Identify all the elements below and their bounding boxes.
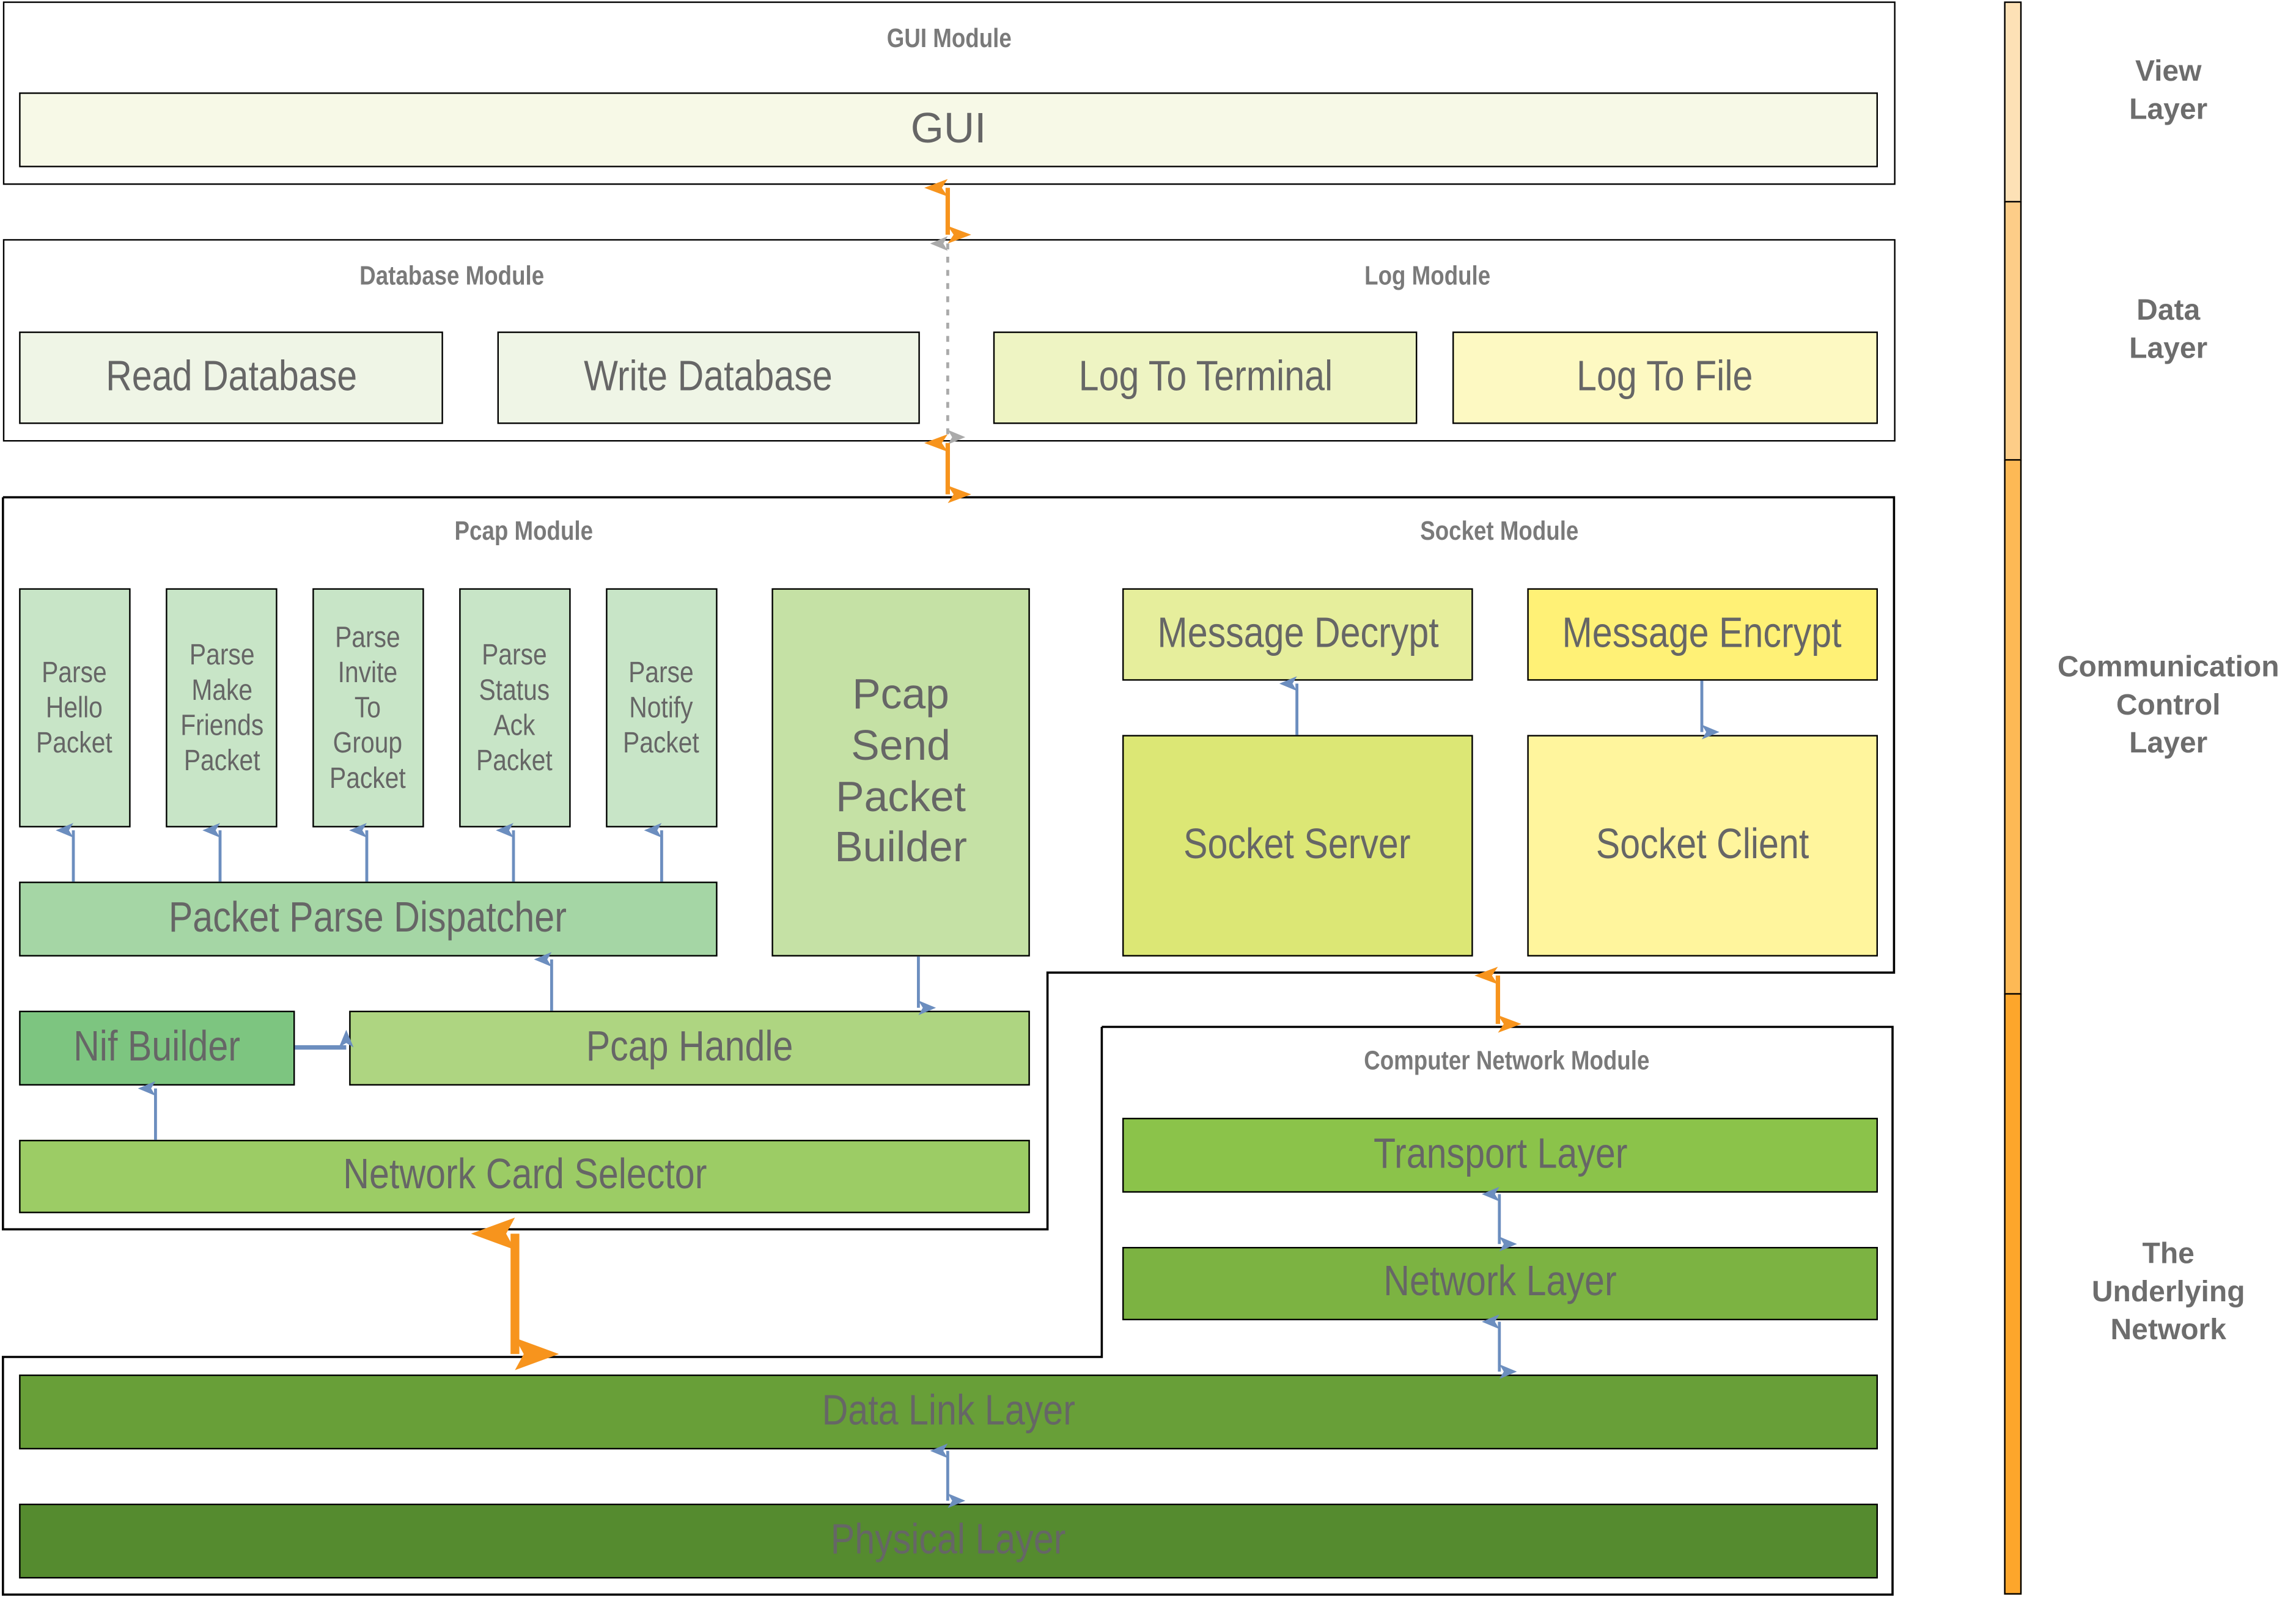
computer-network-module-title: Computer Network Module [1364,1046,1650,1076]
packet-parse-dispatcher-box: Packet Parse Dispatcher [19,881,718,957]
parse-invite-to-group-packet-box: Parse Invite To Group Packet [312,588,424,828]
nif-builder-box: Nif Builder [19,1010,295,1086]
gui-label: GUI [910,105,987,152]
log-to-terminal-label: Log To Terminal [1078,353,1333,400]
layer-bar-view [2004,1,2022,203]
parse-make-friends-packet-box: Parse Make Friends Packet [166,588,278,828]
gui-module-title: GUI Module [886,23,1012,53]
parse-invite-to-group-packet-label: Parse Invite To Group Packet [330,621,407,795]
transport-layer-label: Transport Layer [1373,1130,1627,1178]
socket-server-label: Socket Server [1183,820,1411,868]
pcap-send-packet-builder-box: Pcap Send Packet Builder [771,588,1030,957]
database-module-title: Database Module [359,261,545,291]
parse-notify-packet-label: Parse Notify Packet [624,656,700,759]
network-layer-box: Network Layer [1122,1247,1878,1320]
write-database-label: Write Database [584,353,833,400]
layer-bar-communication [2004,459,2022,995]
parse-status-ack-packet-label: Parse Status Ack Packet [477,639,553,777]
layer-label-communication: Communication Control Layer [2057,651,2279,760]
pcap-module-title: Pcap Module [454,516,594,546]
socket-client-box: Socket Client [1527,735,1878,957]
parse-hello-packet-box: Parse Hello Packet [19,588,131,828]
read-database-box: Read Database [19,331,443,424]
network-layer-label: Network Layer [1383,1259,1617,1306]
pcap-handle-label: Pcap Handle [586,1023,793,1070]
log-module-title: Log Module [1364,261,1491,291]
data-link-layer-label: Data Link Layer [822,1387,1075,1435]
parse-status-ack-packet-box: Parse Status Ack Packet [459,588,571,828]
message-encrypt-box: Message Encrypt [1527,588,1878,681]
packet-parse-dispatcher-label: Packet Parse Dispatcher [169,894,567,941]
data-link-layer-box: Data Link Layer [19,1374,1878,1450]
parse-hello-packet-label: Parse Hello Packet [37,656,113,759]
message-encrypt-label: Message Encrypt [1562,609,1842,657]
log-to-terminal-box: Log To Terminal [993,331,1418,424]
network-card-selector-label: Network Card Selector [342,1152,707,1199]
message-decrypt-box: Message Decrypt [1122,588,1473,681]
layer-label-underlying: The Underlying Network [2091,1238,2245,1347]
nif-builder-label: Nif Builder [73,1023,241,1070]
message-decrypt-label: Message Decrypt [1157,609,1438,657]
socket-client-label: Socket Client [1595,820,1809,868]
log-to-file-box: Log To File [1452,331,1878,424]
parse-notify-packet-box: Parse Notify Packet [606,588,718,828]
layer-bar-data [2004,200,2022,461]
layer-bar-underlying [2004,993,2022,1595]
socket-server-box: Socket Server [1122,735,1473,957]
gui-box: GUI [19,92,1878,167]
read-database-label: Read Database [105,353,357,400]
pcap-send-packet-builder-label: Pcap Send Packet Builder [834,671,967,872]
log-to-file-label: Log To File [1577,353,1754,400]
write-database-box: Write Database [497,331,920,424]
layer-label-view: View Layer [2129,56,2208,127]
network-card-selector-box: Network Card Selector [19,1139,1030,1213]
parse-make-friends-packet-label: Parse Make Friends Packet [180,639,263,777]
socket-module-title: Socket Module [1420,516,1579,546]
pcap-handle-box: Pcap Handle [349,1010,1030,1086]
physical-layer-label: Physical Layer [831,1516,1066,1564]
physical-layer-box: Physical Layer [19,1504,1878,1579]
transport-layer-box: Transport Layer [1122,1117,1878,1193]
layer-label-data: Data Layer [2129,295,2208,366]
